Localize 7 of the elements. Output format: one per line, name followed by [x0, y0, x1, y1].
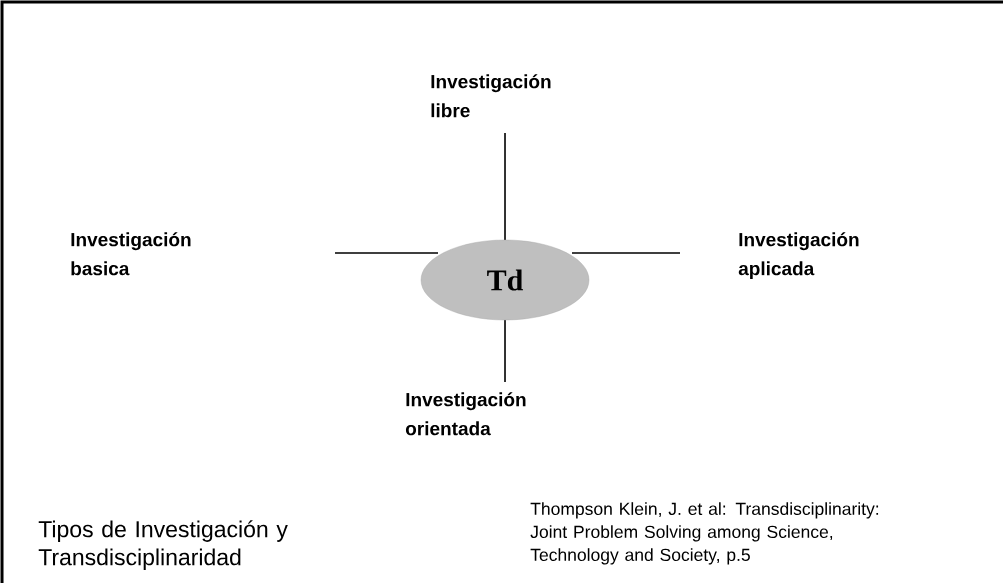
ellipse-node: Td	[420, 239, 590, 321]
axis-label: Investigación aplicada	[738, 232, 859, 280]
axis-label: Investigación basica	[71, 232, 191, 276]
axis-label: Investigación libre	[431, 74, 551, 118]
title: Tipos de Investigación y Transdisciplinaridad	[38, 520, 288, 570]
citation: Thompson Klein, J. et al: Transdisciplinarity: Joint Problem Solving among Science, Technology and Society, p.5	[530, 502, 879, 565]
axis-label: Investigación orientada	[405, 392, 526, 436]
